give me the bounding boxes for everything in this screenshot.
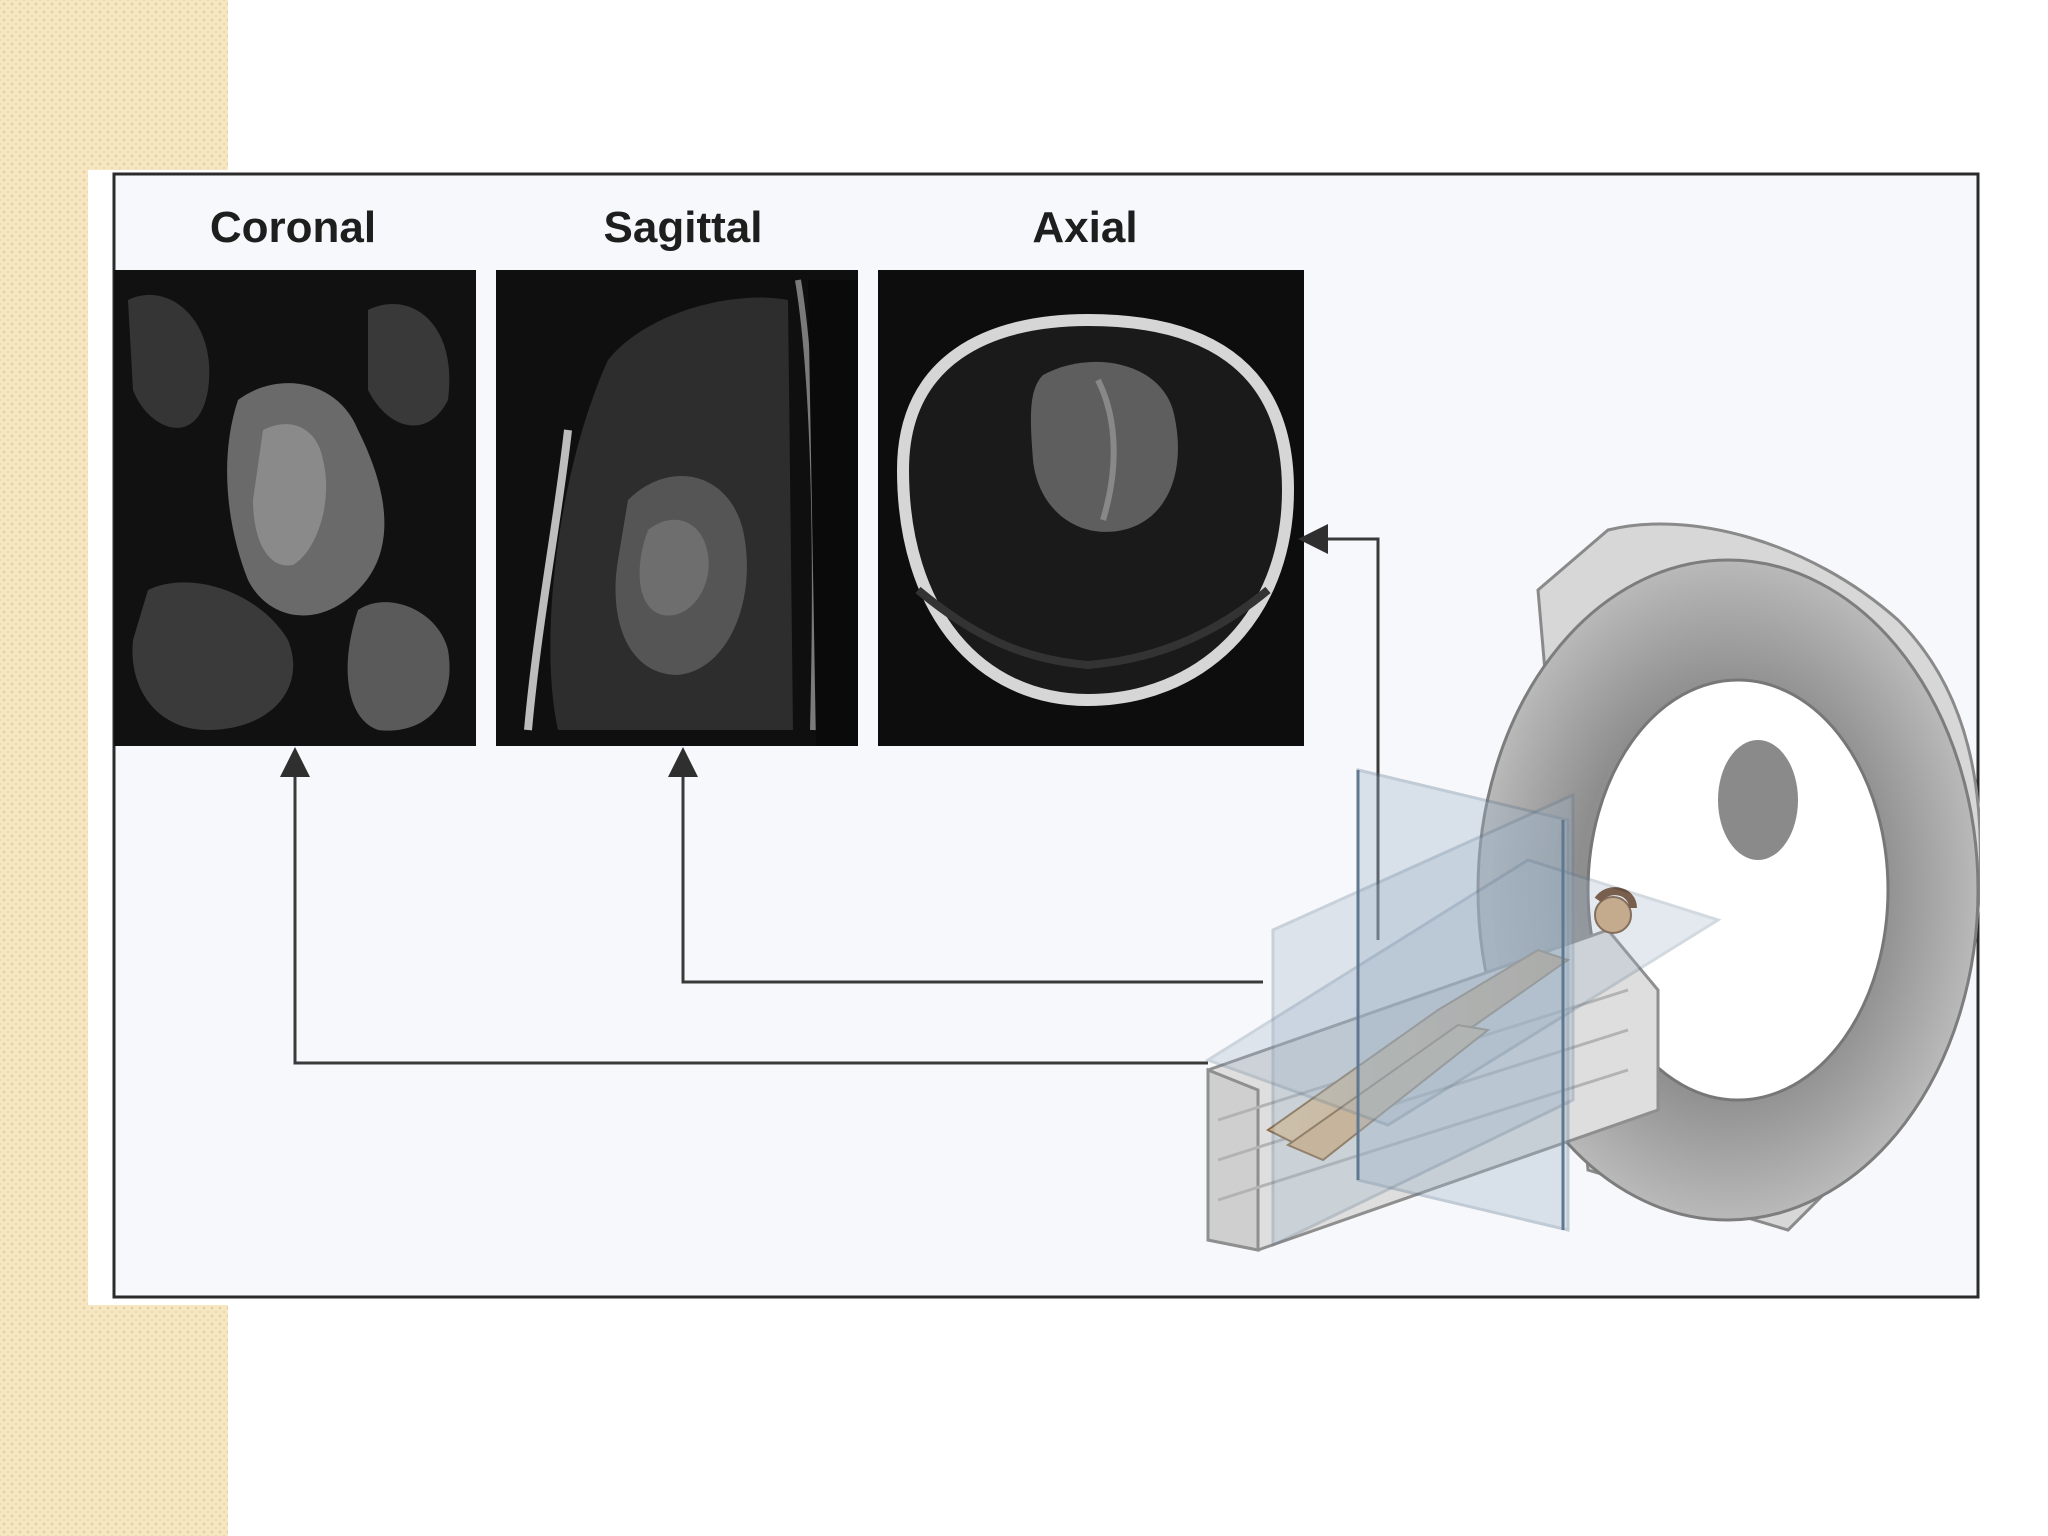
axial-image	[878, 270, 1304, 746]
coronal-label: Coronal	[210, 203, 376, 252]
mri-planes-figure: Coronal Sagittal Axial	[88, 170, 1980, 1305]
coronal-image	[114, 270, 476, 746]
axial-arrow	[1298, 524, 1380, 940]
patient-figure	[1266, 887, 1637, 1162]
sagittal-arrow	[668, 747, 1263, 984]
sagittal-label: Sagittal	[604, 203, 763, 252]
coronal-arrow	[280, 747, 1208, 1065]
axial-label: Axial	[1032, 203, 1137, 252]
mri-scanner	[1206, 522, 1980, 1252]
mri-diagram-svg: Coronal Sagittal Axial	[112, 172, 1980, 1299]
sagittal-image	[496, 270, 858, 746]
imaging-planes	[1204, 768, 1722, 1248]
